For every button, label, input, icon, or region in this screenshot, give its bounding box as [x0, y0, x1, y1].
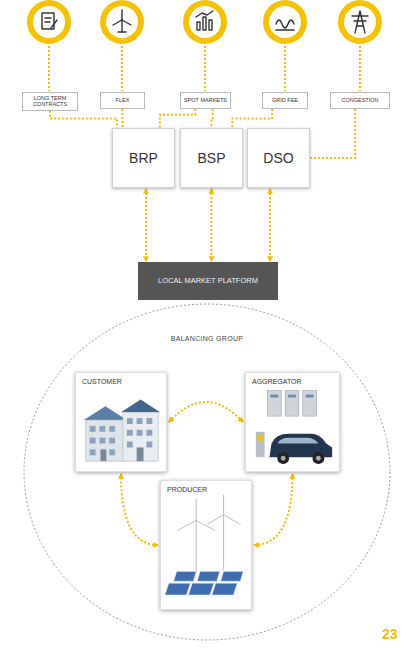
node-label: LOCAL MARKET PLATFORM [158, 276, 258, 286]
role-box: DSO [247, 128, 310, 188]
page-number: 23 [382, 626, 398, 642]
battery-car-illustration [246, 373, 339, 471]
node-label: SPOT MARKETS [184, 97, 227, 103]
flow-connector [50, 111, 117, 128]
wind-solar-illustration [161, 481, 251, 609]
market-tag: LONG TERM CONTRACTS [22, 92, 78, 111]
market-tag: SPOT MARKETS [180, 92, 231, 109]
flow-connector [122, 109, 124, 128]
actor-box: AGGREGATOR [245, 372, 340, 472]
flow-connector [232, 109, 272, 128]
node-label: BALANCING GROUP [22, 335, 392, 342]
flow-connector [145, 189, 147, 261]
market-tag: GRID FEE [262, 92, 308, 109]
market-tag: CONGESTION [330, 92, 390, 109]
platform-box: LOCAL MARKET PLATFORM [138, 262, 278, 300]
role-box: BRP [112, 128, 175, 188]
flow-connector [254, 474, 293, 545]
node-label: DSO [263, 150, 293, 166]
flow-connector [310, 109, 355, 158]
actor-box: PRODUCER [160, 480, 252, 610]
node-label: BSP [197, 150, 225, 166]
balancing-group: BALANCING GROUP CUSTOMER AGGREGATOR [22, 302, 392, 642]
actor-box: CUSTOMER [75, 372, 167, 472]
flow-connector [212, 109, 213, 128]
node-label: CONGESTION [342, 97, 379, 103]
node-label: FLEX [116, 97, 130, 103]
flow-connector [269, 189, 271, 261]
houses-illustration [76, 373, 166, 471]
market-tag: FLEX [100, 92, 145, 109]
node-label: AGGREGATOR [252, 378, 333, 385]
flow-connector [121, 474, 158, 545]
flow-connector [211, 189, 213, 261]
node-label: LONG TERM CONTRACTS [25, 95, 75, 108]
node-label: PRODUCER [167, 486, 245, 493]
flow-connector [160, 109, 195, 128]
node-label: GRID FEE [272, 97, 298, 103]
node-label: BRP [129, 150, 158, 166]
flow-connector [169, 402, 243, 422]
role-box: BSP [180, 128, 243, 188]
node-label: CUSTOMER [82, 378, 160, 385]
